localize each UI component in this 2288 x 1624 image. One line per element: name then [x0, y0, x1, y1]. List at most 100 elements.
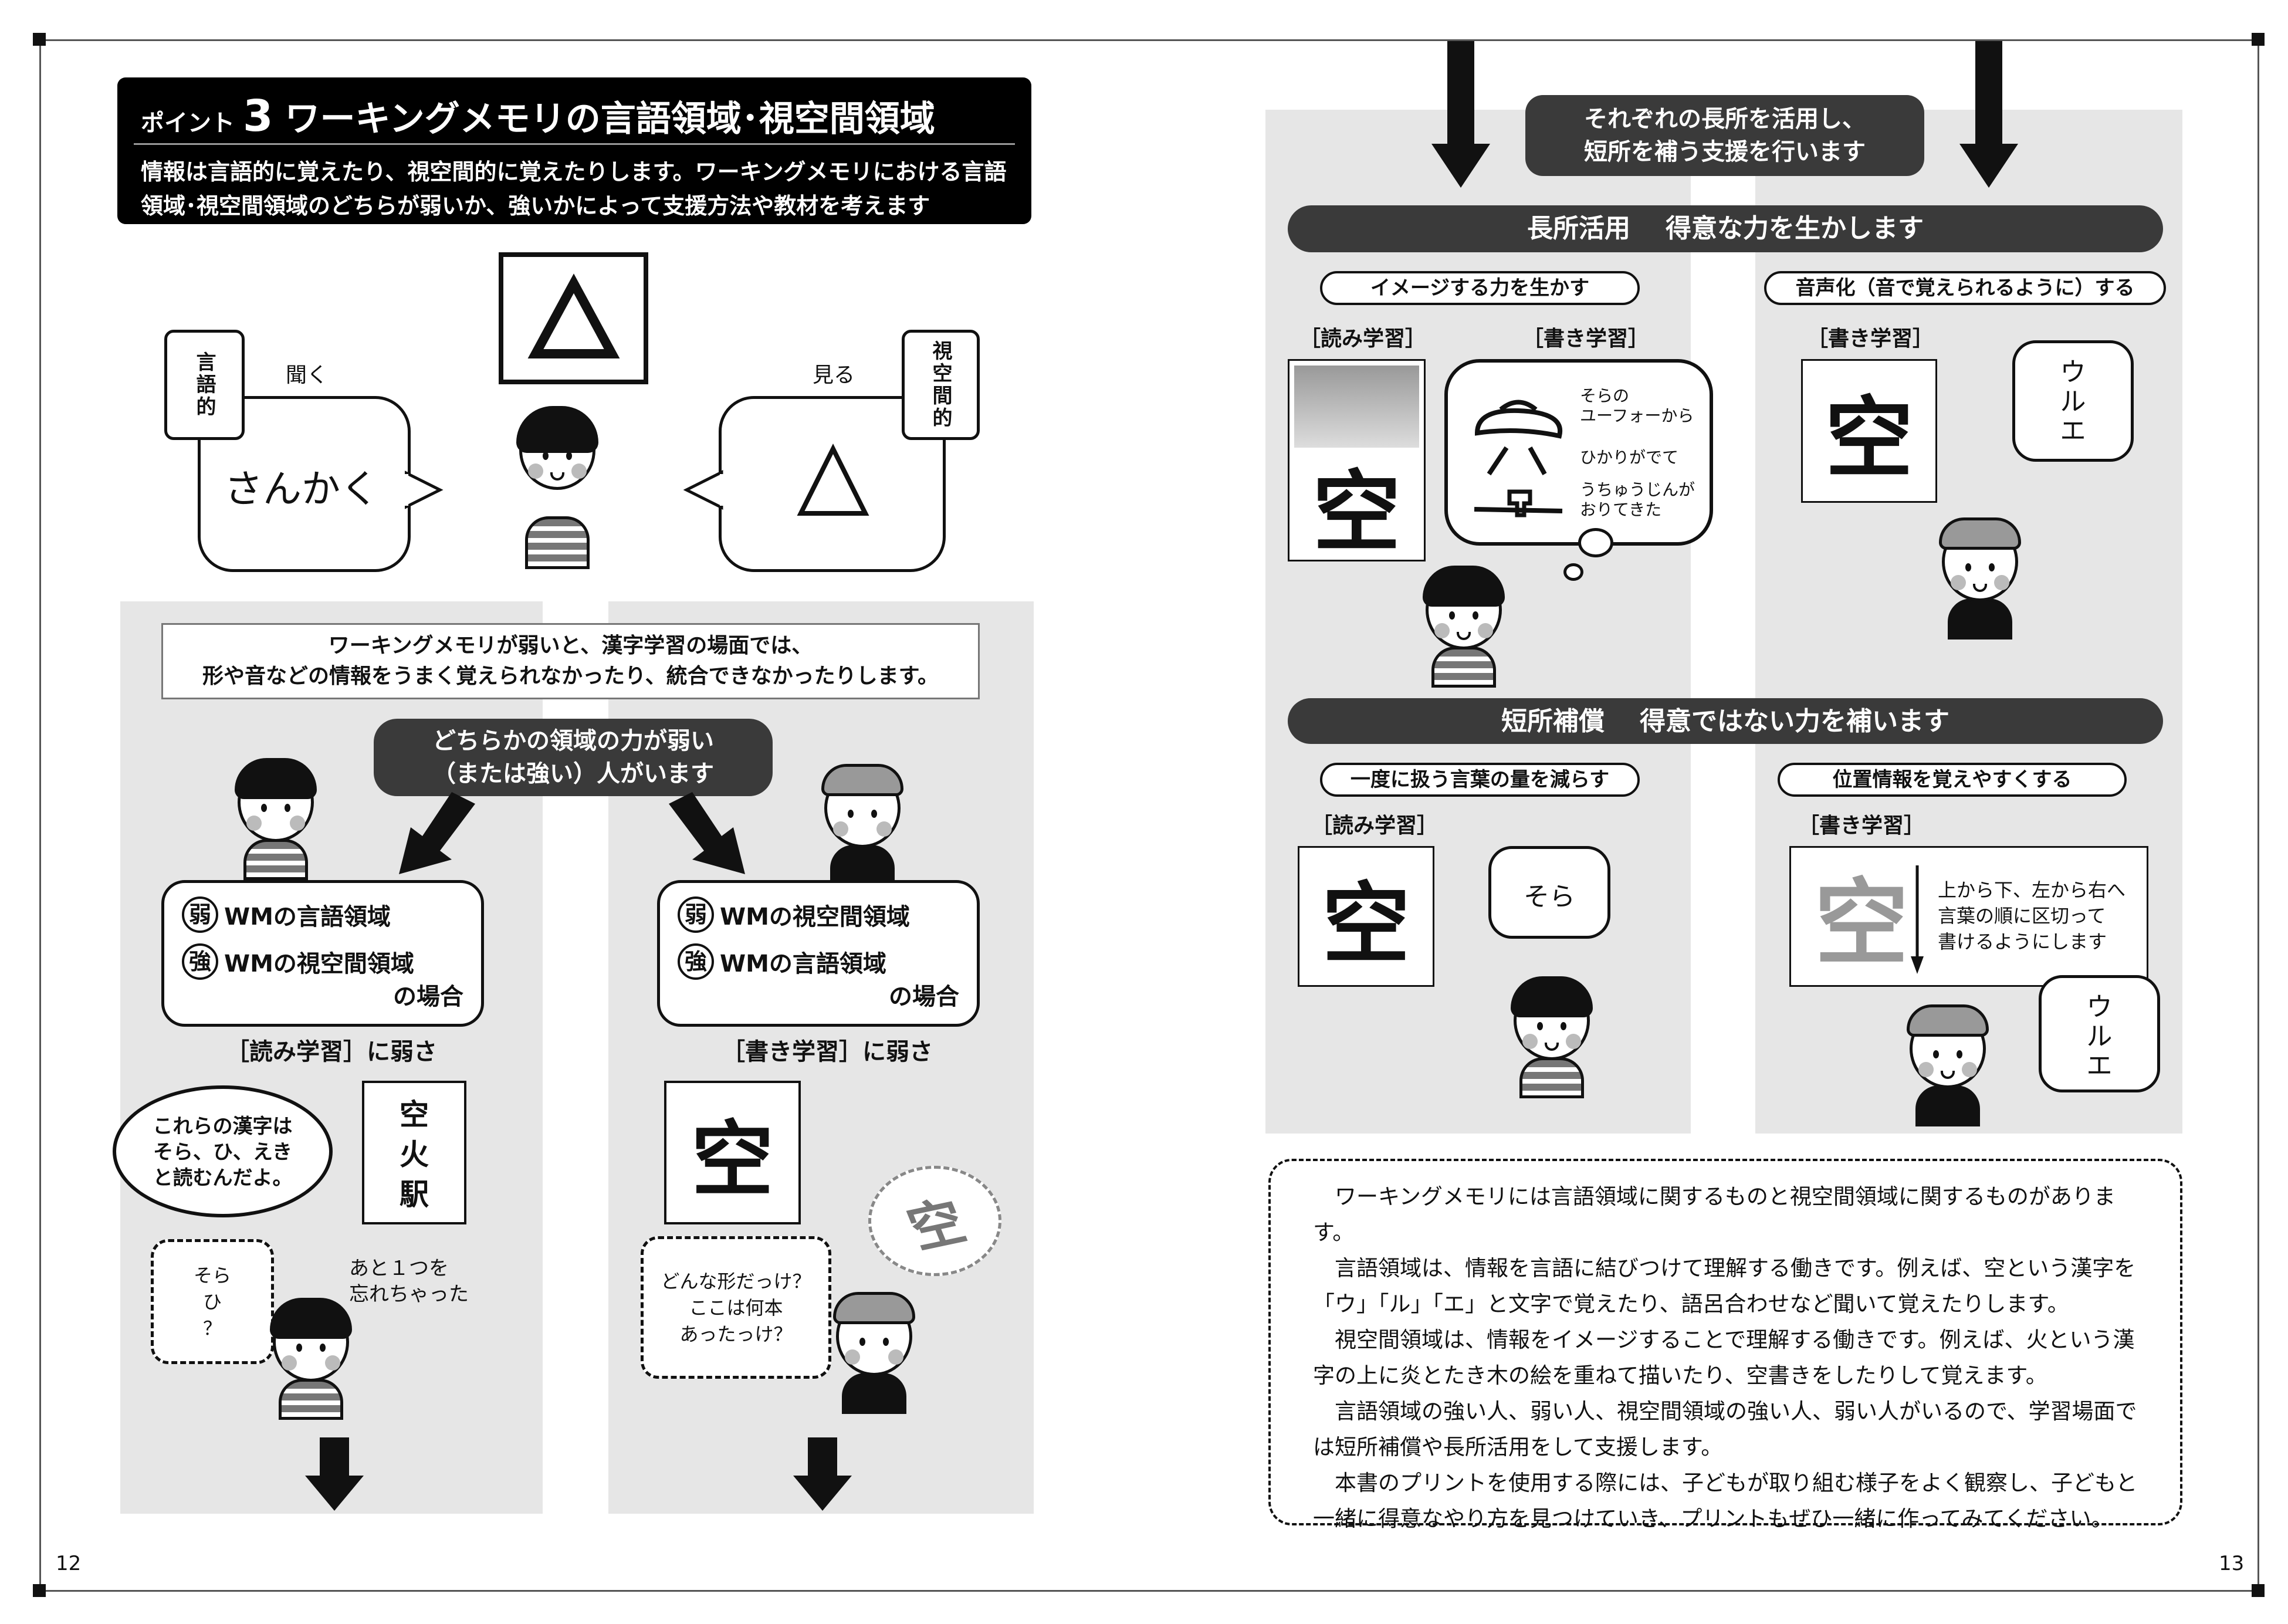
strong-area: WMの視空間領域	[224, 950, 414, 977]
confused-thought-cloud: 空	[868, 1166, 1001, 1276]
strategy-pill: イメージする力を生かす	[1320, 271, 1640, 305]
arrow-down-left-icon	[399, 792, 475, 874]
frame-left	[39, 39, 41, 1592]
arrow-down-icon	[1959, 41, 2018, 188]
sky-kanji-card: 空	[1288, 359, 1426, 564]
strong-mark: 強	[678, 943, 714, 980]
arrow-down-icon	[1911, 865, 1924, 974]
kid-thought-text: どんな形だっけ？ ここは何本 あったっけ？	[661, 1270, 811, 1345]
triangle-icon	[527, 273, 620, 358]
strength-banner: 長所活用 得意な力を生かします	[1288, 205, 2163, 252]
support-pill: それぞれの長所を活用し、 短所を補う支援を行います	[1525, 95, 1924, 176]
strategy-pill: 音声化（音で覚えられるように）する	[1764, 271, 2166, 305]
boy-illustration	[1921, 516, 2039, 640]
boy-illustration	[1889, 1003, 2006, 1126]
kid-thought-text: そら ひ ？	[193, 1264, 231, 1339]
girl-illustration	[1405, 564, 1522, 688]
case-suffix: の場合	[393, 983, 463, 1010]
kanji-card: 空	[664, 1081, 801, 1224]
strong-area: WMの言語領域	[720, 950, 886, 977]
reading-bubble-text: そら	[1524, 882, 1575, 912]
verbal-bubble-text: さんかく	[224, 466, 379, 512]
kanji-card-list: 空 火 駅	[362, 1081, 466, 1224]
weak-area: WMの視空間領域	[720, 904, 910, 931]
page-number-right: 13	[2219, 1552, 2245, 1575]
crop-mark	[2252, 1584, 2265, 1597]
kid-thought-bubble: そら ひ ？	[151, 1239, 274, 1364]
summary-paragraph: 本書のプリントを使用する際には、子どもが取り組む様子をよく観察し、子どもと一緒に…	[1313, 1470, 2138, 1531]
kanji-card: 空	[1801, 359, 1937, 503]
triangle-icon	[797, 444, 869, 516]
weak-mark: 弱	[182, 896, 218, 933]
reading-bubble: そら	[1488, 846, 1610, 939]
strong-mark: 強	[182, 943, 218, 980]
point-label: ポイント	[141, 110, 235, 137]
kanji-sora: 空	[1312, 461, 1401, 564]
summary-paragraph: ワーキングメモリには言語領域に関するものと視空間領域に関するものがあります。	[1313, 1184, 2116, 1245]
arrow-down-icon	[793, 1437, 852, 1511]
thought-dot	[1578, 528, 1613, 557]
summary-paragraph: 言語領域の強い人、弱い人、視空間領域の強い人、弱い人がいるので、学習場面では短所…	[1313, 1399, 2137, 1460]
ufo-text: うちゅうじんが おりてきた	[1580, 480, 1695, 519]
kid-caption: あと１つを 忘れちゃった	[349, 1257, 469, 1306]
katakana-bubble: ウ ル エ	[2039, 975, 2160, 1092]
point-number: 3	[243, 91, 273, 141]
frame-bottom	[39, 1590, 2259, 1592]
divider	[134, 143, 1015, 145]
visual-tag: 視空間的	[902, 330, 980, 440]
section-description: 情報は言語的に覚えたり、視空間的に覚えたりします。ワーキングメモリにおける言語 …	[141, 159, 1007, 219]
crop-mark	[2252, 33, 2265, 46]
ufo-text: そらの ユーフォーから	[1580, 386, 1694, 425]
arrow-down-icon	[1431, 41, 1490, 188]
ufo-kanji-drawing-icon	[1474, 400, 1563, 517]
kanji-card: 空	[1298, 846, 1434, 987]
reading-weakness: ［読み学習］に弱さ	[226, 1038, 437, 1065]
kanji-sora: 空	[691, 1112, 774, 1208]
verbal-tag: 言語的	[164, 330, 245, 440]
teacher-speech-bubble: これらの漢字は そら、ひ、えき と読むんだよ。	[113, 1085, 333, 1217]
summary-box: ワーキングメモリには言語領域に関するものと視空間領域に関するものがあります。 言…	[1268, 1159, 2182, 1531]
frame-top	[39, 39, 2259, 41]
hear-label: 聞く	[286, 363, 329, 387]
summary-paragraph: 視空間領域は、情報をイメージすることで理解する働きです。例えば、火という漢字の上…	[1313, 1327, 2135, 1388]
girl-illustration	[499, 405, 616, 569]
girl-illustration	[1493, 975, 1610, 1098]
page-number-left: 12	[56, 1552, 82, 1575]
banner-title: 長所活用	[1527, 214, 1630, 243]
stroke-order-card: 空 上から下、左から右へ 言葉の順に区切って 書けるようにします	[1789, 846, 2148, 987]
strategy-pill: 位置情報を覚えやすくする	[1778, 763, 2127, 797]
notice-box: ワーキングメモリが弱いと、漢字学習の場面では、 形や音などの情報をうまく覚えられ…	[161, 623, 980, 699]
verbal-bubble: さんかく	[198, 396, 411, 572]
banner-title: 短所補償	[1501, 706, 1605, 736]
katakana-text: ウ ル エ	[2060, 357, 2086, 446]
arrow-down-icon	[305, 1437, 364, 1511]
weak-mark: 弱	[678, 896, 714, 933]
reading-label: ［読み学習］	[1299, 327, 1427, 351]
writing-label: ［書き学習］	[1807, 327, 1934, 351]
katakana-bubble: ウ ル エ	[2012, 340, 2134, 462]
boy-illustration	[815, 1291, 933, 1414]
girl-illustration	[217, 757, 334, 880]
writing-label: ［書き学習］	[1798, 814, 1925, 838]
bubble-tail	[405, 471, 444, 509]
crop-mark	[33, 33, 46, 46]
katakana-text: ウ ル エ	[2086, 992, 2113, 1081]
writing-label: ［書き学習］	[1522, 327, 1650, 351]
banner-subtitle: 得意な力を生かします	[1666, 214, 1924, 243]
weak-area: WMの言語領域	[224, 904, 391, 931]
sky-image	[1294, 366, 1419, 448]
boy-illustration	[804, 763, 921, 886]
bubble-tail	[683, 469, 725, 510]
ufo-story-bubble: そらの ユーフォーから ひかりがでて うちゅうじんが おりてきた	[1444, 359, 1713, 546]
banner-subtitle: 得意ではない力を補います	[1640, 706, 1949, 736]
girl-illustration	[252, 1297, 370, 1420]
kid-thought-bubble: どんな形だっけ？ ここは何本 あったっけ？	[641, 1236, 831, 1379]
strategy-pill: 一度に扱う言葉の量を減らす	[1320, 763, 1640, 797]
kanji-sora: 空	[1825, 388, 1913, 490]
weak-strong-pill: どちらかの領域の力が弱い （または強い）人がいます	[374, 719, 773, 796]
ufo-text: ひかりがでて	[1580, 448, 1679, 467]
crop-mark	[33, 1584, 46, 1597]
